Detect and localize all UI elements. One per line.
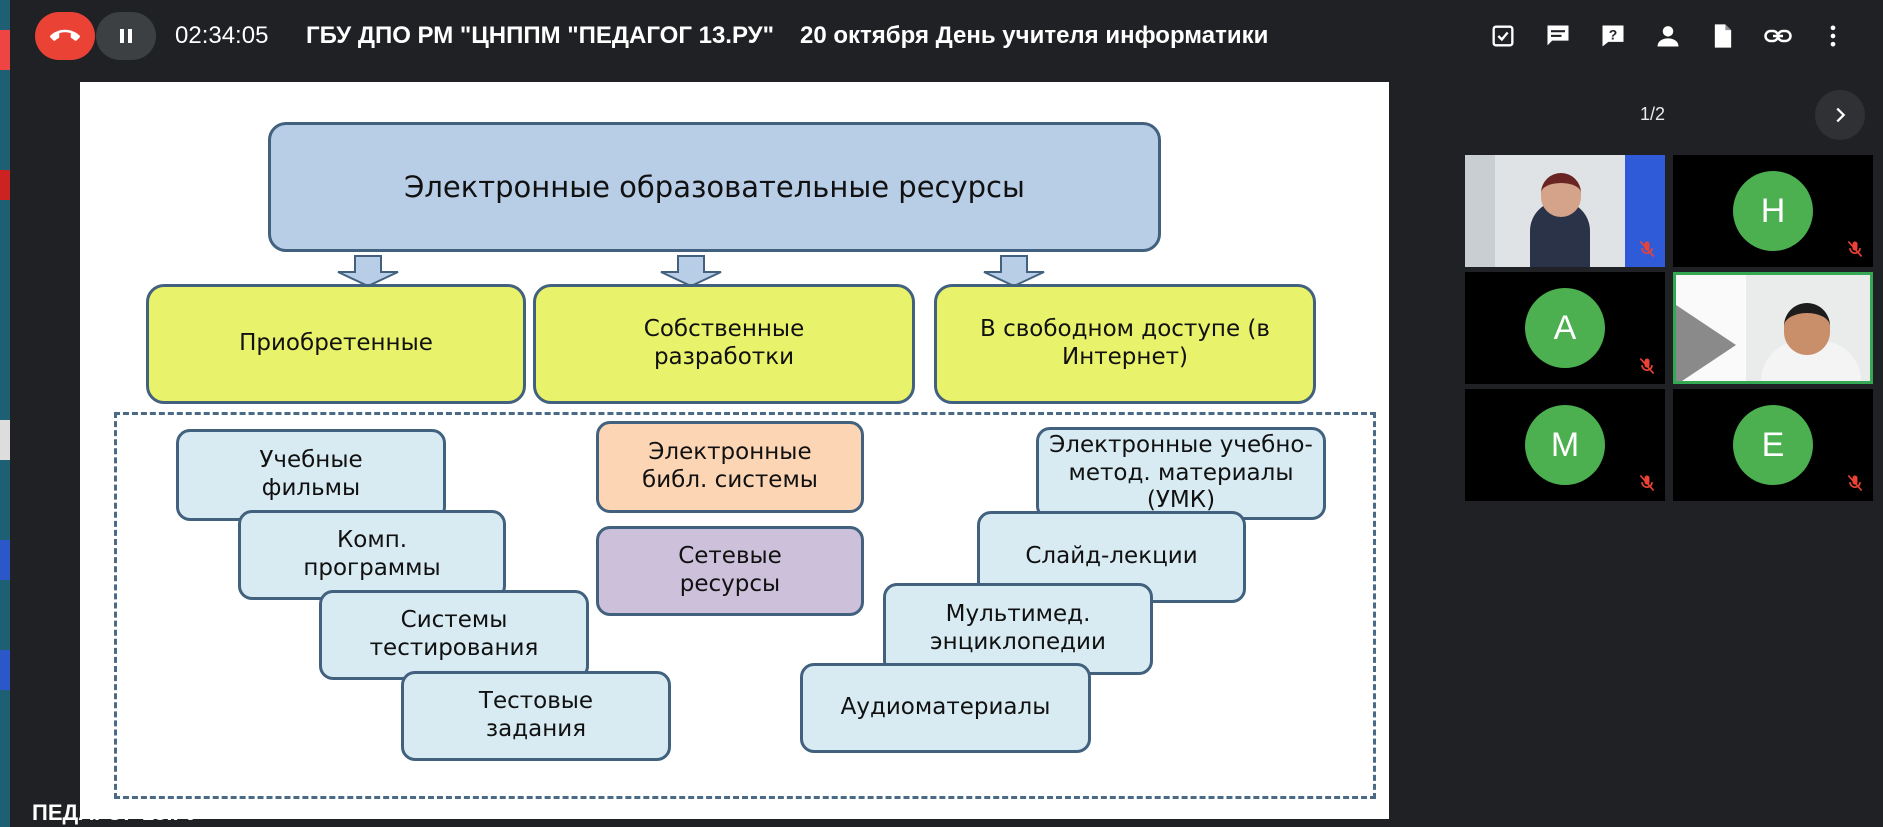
link-icon[interactable]	[1762, 20, 1794, 52]
item-umk: Электронные учебно-метод. материалы (УМК…	[1036, 427, 1326, 520]
chat-icon[interactable]	[1542, 20, 1574, 52]
item-network-resources: Сетевые ресурсы	[596, 526, 864, 616]
participant-tile[interactable]: М	[1465, 389, 1665, 501]
avatar: Н	[1733, 171, 1813, 251]
item-programs: Комп. программы	[238, 510, 506, 600]
next-page-button[interactable]	[1815, 90, 1865, 140]
category-own: Собственные разработки	[533, 284, 915, 404]
organization-name: ГБУ ДПО РМ "ЦНППМ "ПЕДАГОГ 13.РУ"	[306, 22, 774, 49]
participant-face	[1784, 303, 1830, 355]
more-options-icon[interactable]	[1817, 20, 1849, 52]
event-title: 20 октября День учителя информатики	[800, 22, 1269, 49]
participant-tile[interactable]: Е	[1673, 389, 1873, 501]
tile-page-indicator: 1/2	[1640, 104, 1666, 124]
participant-face	[1541, 173, 1581, 217]
arrow-right-icon	[983, 255, 1045, 288]
bottom-watermark: ПЕДАГОГ 13.РУ	[32, 800, 201, 825]
category-free: В свободном доступе (в Интернет)	[934, 284, 1316, 404]
pause-icon	[120, 29, 132, 43]
arrow-left-icon	[337, 255, 399, 288]
chevron-right-icon	[1836, 107, 1846, 123]
arrows	[337, 255, 1045, 288]
svg-text:?: ?	[1609, 27, 1618, 43]
avatar: Е	[1733, 405, 1813, 485]
mic-off-icon	[1639, 240, 1655, 258]
desktop-edge	[0, 0, 10, 827]
mic-off-icon	[1847, 240, 1863, 258]
participant-tile[interactable]: Н	[1673, 155, 1873, 267]
avatar: А	[1525, 288, 1605, 368]
checklist-icon[interactable]	[1487, 20, 1519, 52]
avatar: М	[1525, 405, 1605, 485]
resources-frame	[114, 412, 1376, 799]
pause-button[interactable]	[96, 12, 156, 60]
item-audio: Аудиоматериалы	[800, 663, 1091, 753]
person-icon[interactable]	[1652, 20, 1684, 52]
mic-off-icon	[1639, 474, 1655, 492]
end-call-button[interactable]	[35, 12, 95, 60]
item-library-systems: Электронные библ. системы	[596, 421, 864, 513]
item-test-tasks: Тестовые задания	[401, 671, 671, 761]
mic-off-icon	[1639, 357, 1655, 375]
phone-hangup-icon	[50, 29, 80, 41]
participant-video-tile[interactable]	[1465, 155, 1665, 267]
item-encyclopedias: Мультимед. энциклопедии	[883, 583, 1153, 675]
participant-tile[interactable]: А	[1465, 272, 1665, 384]
presentation-slide: Электронные образовательные ресурсы Прио…	[80, 82, 1389, 819]
arrow-middle-icon	[660, 255, 722, 288]
active-speaker-video-tile[interactable]	[1673, 272, 1873, 384]
meeting-toolbar: 02:34:05 ГБУ ДПО РМ "ЦНППМ "ПЕДАГОГ 13.Р…	[10, 0, 1883, 72]
item-testing-systems: Системы тестирования	[319, 590, 589, 680]
item-films: Учебные фильмы	[176, 429, 446, 521]
question-icon[interactable]: ?	[1597, 20, 1629, 52]
slide-header-box: Электронные образовательные ресурсы	[268, 122, 1161, 252]
recording-timer: 02:34:05	[175, 22, 269, 49]
category-acquired: Приобретенные	[146, 284, 526, 404]
document-icon[interactable]	[1707, 20, 1739, 52]
mic-off-icon	[1847, 474, 1863, 492]
